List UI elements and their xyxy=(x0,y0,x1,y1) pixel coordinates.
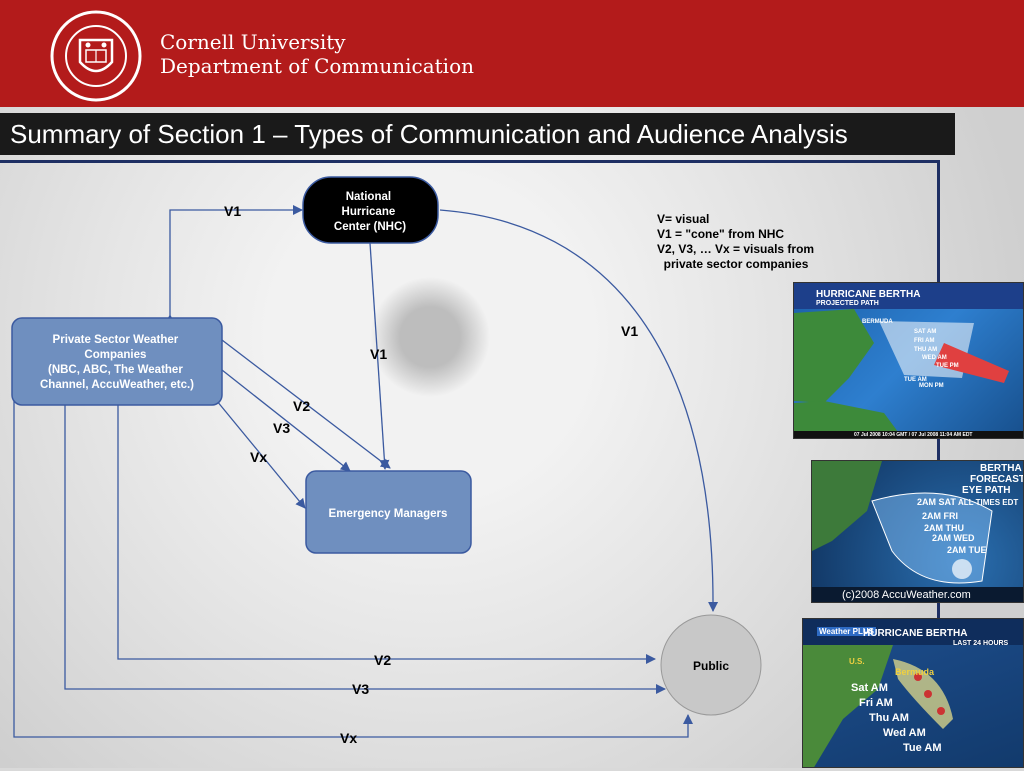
edge-nhc-em xyxy=(364,233,390,470)
edge-label-private-public-v2: V2 xyxy=(374,652,391,668)
img1-label: FRI AM xyxy=(914,338,935,344)
svg-text:Private Sector Weather: Private Sector Weather Companies (NBC, A… xyxy=(40,334,194,391)
legend-line: private sector companies xyxy=(657,257,809,271)
svg-text:National Hurricane: National Hurricane Center (NHC) xyxy=(334,191,406,233)
img3-label: Thu AM xyxy=(869,712,909,724)
cornell-seal-icon xyxy=(50,10,142,102)
img1-label: MON PM xyxy=(919,383,944,389)
edge-private-public-v2 xyxy=(117,405,656,664)
edge-private-public-vx xyxy=(13,398,693,738)
private-label-line: Companies xyxy=(84,349,146,361)
edge-label-private-em-v2: V2 xyxy=(293,398,310,414)
slide-title: Summary of Section 1 – Types of Communic… xyxy=(10,119,848,149)
forecast-image-last-24-hours: Weather PLUS HURRICANE BERTHA LAST 24 HO… xyxy=(802,618,1024,768)
img1-title: HURRICANE BERTHA xyxy=(816,289,921,300)
edge-label-nhc-private: V1 xyxy=(224,203,241,219)
img3-label: Sat AM xyxy=(851,682,888,694)
forecast-image-eye-path: BERTHA FORECAST EYE PATH ALL TIMES EDT 2… xyxy=(811,460,1024,603)
img1-label: TUE AM xyxy=(904,377,927,383)
private-label-line: (NBC, ABC, The Weather xyxy=(48,364,183,376)
img1-label: BERMUDA xyxy=(862,319,893,325)
img1-label: WED AM xyxy=(922,355,947,361)
public-label: Public xyxy=(693,659,729,673)
img3-title: HURRICANE BERTHA xyxy=(863,628,968,639)
img1-label: SAT AM xyxy=(914,329,937,335)
diagram-panel: National Hurricane Center (NHC) Private … xyxy=(0,160,940,768)
img3-label: Fri AM xyxy=(859,697,893,709)
map-graphic xyxy=(812,461,1023,602)
img1-label: THU AM xyxy=(914,347,938,353)
edge-label-private-em-v3: V3 xyxy=(273,420,290,436)
nhc-label-line: Hurricane xyxy=(342,206,396,218)
legend-line: V1 = "cone" from NHC xyxy=(657,227,784,241)
header-bar: Cornell University Department of Communi… xyxy=(0,0,1024,107)
img2-subtitle: ALL TIMES EDT xyxy=(958,498,1019,507)
communication-flow-diagram: National Hurricane Center (NHC) Private … xyxy=(11,176,817,746)
img2-title-line: BERTHA xyxy=(980,463,1022,474)
nhc-label-line: Center (NHC) xyxy=(334,221,406,233)
em-label: Emergency Managers xyxy=(329,508,448,520)
legend-line: V= visual xyxy=(657,212,709,226)
title-bar: Summary of Section 1 – Types of Communic… xyxy=(0,113,955,155)
institution-name: Cornell University xyxy=(160,30,346,54)
img3-label: Wed AM xyxy=(883,727,926,739)
edge-private-em-v3 xyxy=(221,369,351,472)
img2-footer: (c)2008 AccuWeather.com xyxy=(842,589,971,601)
edge-label-private-public-vx: Vx xyxy=(340,730,357,746)
img2-label: 2AM SAT xyxy=(917,497,956,507)
map-graphic xyxy=(803,619,1023,767)
img3-label: Tue AM xyxy=(903,742,942,754)
department-name: Department of Communication xyxy=(160,54,474,78)
img2-title-line: FORECAST xyxy=(970,474,1024,485)
edge-private-public-v3 xyxy=(64,405,666,694)
img3-badge: Weather PLUS xyxy=(817,627,876,636)
edge-nhc-public xyxy=(439,209,719,612)
img2-label: 2AM WED xyxy=(932,533,975,543)
legend-line: V2, V3, … Vx = visuals from xyxy=(657,242,814,256)
edge-private-em-vx xyxy=(211,394,306,509)
edge-nhc-private xyxy=(165,205,303,324)
legend: V= visual V1 = "cone" from NHC V2, V3, …… xyxy=(657,212,817,271)
node-private-sector: Private Sector Weather Companies (NBC, A… xyxy=(11,317,223,406)
img3-label: Bermuda xyxy=(895,667,935,677)
img2-label: 2AM TUE xyxy=(947,545,987,555)
img3-subtitle: LAST 24 HOURS xyxy=(953,640,1009,647)
edge-label-nhc-public: V1 xyxy=(621,323,638,339)
edge-private-em-v2 xyxy=(221,339,391,469)
map-graphic xyxy=(794,283,1023,438)
node-emergency-managers: Emergency Managers xyxy=(305,470,472,554)
edge-label-nhc-em: V1 xyxy=(370,346,387,362)
img1-footer: 07 Jul 2008 10:04 GMT / 07 Jul 2008 11:0… xyxy=(854,432,973,438)
node-public: Public xyxy=(660,614,762,716)
img3-label: U.S. xyxy=(849,657,865,666)
img1-subtitle: PROJECTED PATH xyxy=(816,300,879,307)
node-nhc: National Hurricane Center (NHC) xyxy=(302,176,439,244)
edge-label-private-em-vx: Vx xyxy=(250,449,267,465)
img2-label: 2AM FRI xyxy=(922,511,958,521)
forecast-image-projected-path: HURRICANE BERTHA PROJECTED PATH BERMUDA … xyxy=(793,282,1024,439)
private-label-line: Private Sector Weather xyxy=(53,334,179,346)
edge-label-private-public-v3: V3 xyxy=(352,681,369,697)
nhc-label-line: National xyxy=(346,191,391,203)
private-label-line: Channel, AccuWeather, etc.) xyxy=(40,379,194,391)
img2-title-line: EYE PATH xyxy=(962,485,1011,496)
img2-label: 2AM THU xyxy=(924,523,964,533)
img1-label: TUE PM xyxy=(936,363,959,369)
